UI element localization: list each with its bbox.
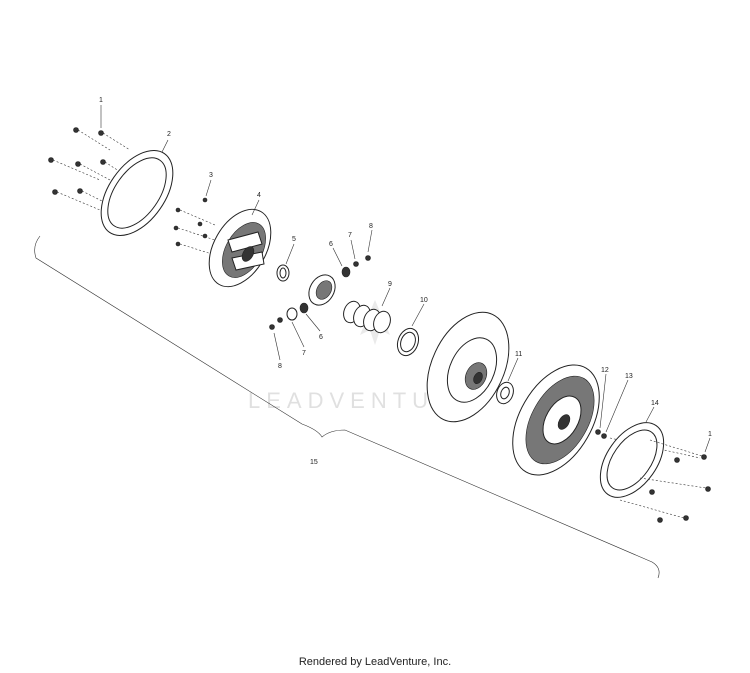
callout-9: 9 [388,281,392,288]
callout-labels: 1 2 3 4 5 6 7 8 9 10 8 7 6 11 12 13 14 1… [99,97,712,466]
bolt-8-upper [365,229,373,261]
ring-10 [396,303,425,357]
callout-10: 10 [420,297,428,304]
callout-3: 3 [209,172,213,179]
gasket-2 [100,139,174,236]
washer-11 [496,357,519,405]
callout-7-lower: 7 [302,350,306,357]
callout-8-upper: 8 [369,223,373,230]
hub-6-upper [308,247,351,306]
callout-15: 15 [310,459,318,466]
pins-7-upper [350,239,359,267]
bracket-15 [34,235,660,579]
springs-9 [343,287,391,334]
callout-6-lower: 6 [319,334,323,341]
callout-13: 13 [625,373,633,380]
sheave [426,311,510,423]
callout-4: 4 [257,192,261,199]
screws-1-right [619,437,711,523]
lower-hardware [269,302,321,361]
callout-1-left: 1 [99,97,103,104]
callout-11: 11 [515,351,522,358]
callout-5: 5 [292,236,296,243]
ring-5 [276,243,295,282]
callout-12: 12 [601,367,609,374]
callout-8-lower: 8 [278,363,282,370]
callout-7-upper: 7 [348,232,352,239]
housing-4 [208,199,272,288]
screws-1-left [48,105,131,211]
callout-1-right: 1 [708,431,712,438]
callout-2: 2 [167,131,171,138]
parts-12-13 [595,373,701,459]
callout-14: 14 [651,400,659,407]
footer-credit: Rendered by LeadVenture, Inc. [298,656,452,668]
gasket-14 [599,406,665,498]
callout-6-upper: 6 [329,241,333,248]
cover [512,364,600,476]
screws-3 [173,179,216,256]
